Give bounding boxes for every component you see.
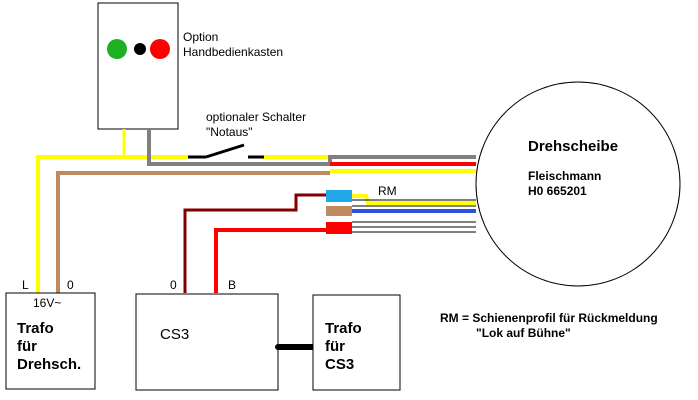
handbox-green-led xyxy=(107,39,127,59)
trafo-cs3-line1: Trafo xyxy=(325,320,362,337)
cs3-terminal-b: B xyxy=(228,278,236,292)
trafo-cs3-box xyxy=(312,294,401,391)
trafo-voltage: 16V~ xyxy=(33,296,61,310)
wire-brown-0 xyxy=(56,171,330,293)
trafo-terminal-0: 0 xyxy=(67,278,74,292)
cs3-terminal-0: 0 xyxy=(170,278,177,292)
switch-label-1: optionaler Schalter xyxy=(206,110,306,124)
switch-label-2: "Notaus" xyxy=(206,125,253,139)
trafo-cs3-line3: CS3 xyxy=(325,356,354,373)
trafo-cs3-line2: für xyxy=(325,338,345,355)
turntable-maker: Fleischmann xyxy=(528,169,601,183)
trafo-terminal-l: L xyxy=(22,278,29,292)
cs3-label: CS3 xyxy=(160,326,189,343)
connector-red xyxy=(326,222,352,234)
turntable-title: Drehscheibe xyxy=(528,138,618,155)
legend-line2: "Lok auf Bühne" xyxy=(476,326,571,340)
wire-red-b xyxy=(214,228,326,293)
handbox-label-2: Handbedienkasten xyxy=(183,45,283,59)
handbox-label-1: Option xyxy=(183,30,218,44)
trafo-turntable-line1: Trafo xyxy=(17,320,54,337)
turntable-model: H0 665201 xyxy=(528,184,587,198)
trafo-turntable-line2: für xyxy=(17,338,37,355)
trafo-turntable-line3: Drehsch. xyxy=(17,356,81,373)
switch-lever xyxy=(205,143,245,159)
turntable-circle xyxy=(475,81,681,287)
handbox-body xyxy=(97,2,179,130)
wire-darkred xyxy=(183,193,326,293)
handbox-black-dot xyxy=(134,43,146,55)
legend-line1: RM = Schienenprofil für Rückmeldung xyxy=(440,311,658,325)
handbox-red-led xyxy=(150,39,170,59)
cs3-box xyxy=(135,293,279,391)
wire-yellow-l xyxy=(36,155,188,293)
trafo-turntable-box xyxy=(5,292,96,390)
connector-lightblue xyxy=(326,190,352,202)
connector-brown xyxy=(326,206,352,216)
rm-label: RM xyxy=(378,184,397,198)
